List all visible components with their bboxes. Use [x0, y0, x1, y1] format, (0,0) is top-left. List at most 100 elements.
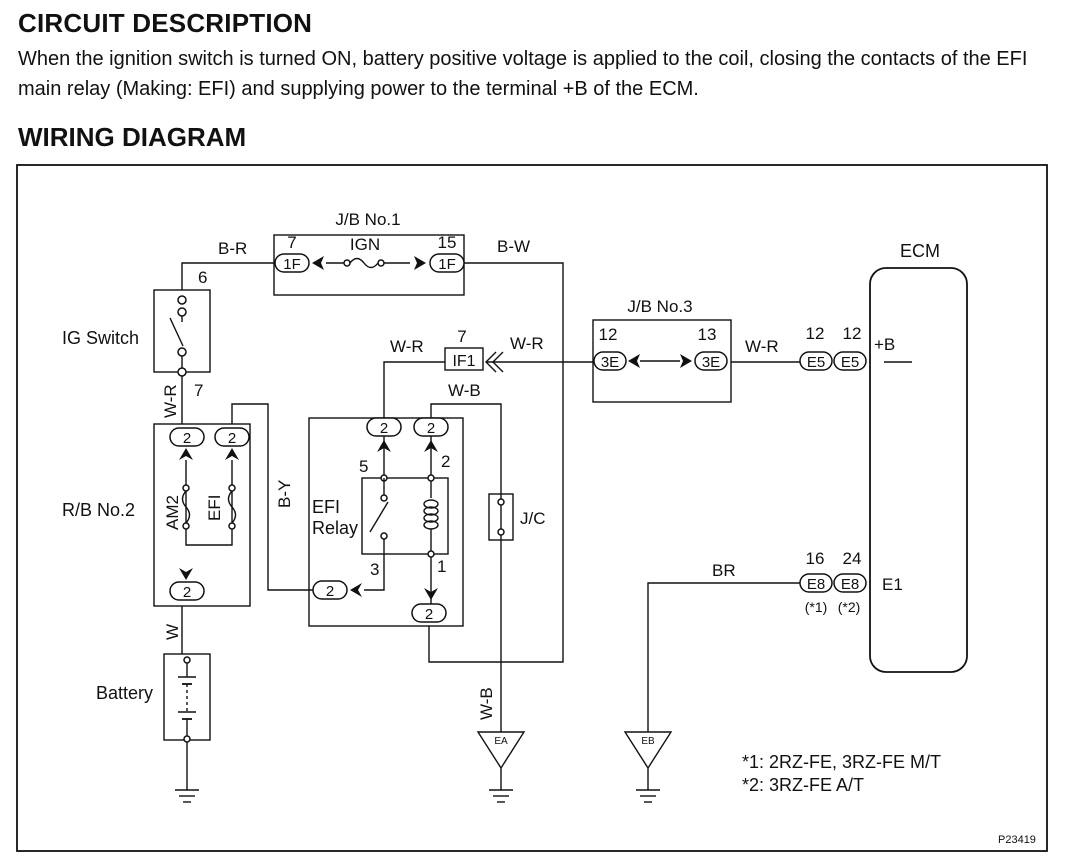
- ig-switch-pin-bottom: 7: [194, 381, 203, 400]
- if1-pin: 7: [457, 327, 466, 346]
- note-1: *1: 2RZ-FE, 3RZ-FE M/T: [742, 752, 941, 772]
- battery-label: Battery: [96, 683, 153, 703]
- relay-connector-4: [411, 603, 447, 623]
- jc-label: J/C: [520, 509, 546, 528]
- wire-w: W: [163, 624, 182, 640]
- wires: [181, 262, 912, 790]
- relay-arrow-3: [350, 583, 362, 597]
- ground-ea-label: EA: [494, 736, 508, 747]
- jb3-title: J/B No.3: [627, 297, 692, 316]
- wire-bw: B-W: [497, 237, 530, 256]
- efi-fuse-label: EFI: [205, 495, 224, 521]
- jb3-connector-left: [593, 351, 627, 371]
- rb2-arrow-2: [225, 448, 239, 460]
- relay-connector-2: [413, 417, 449, 437]
- rb2-connector-3: [169, 581, 205, 601]
- ig-switch-label: IG Switch: [62, 328, 139, 348]
- jb1-connector-left: [274, 253, 310, 273]
- ground-battery-icon: [175, 770, 199, 803]
- relay-arrow-1: [377, 440, 391, 452]
- wire-wr-switch: W-R: [161, 384, 180, 418]
- jc-junction-icon: [497, 494, 505, 540]
- rb2-connector-1: [169, 427, 205, 447]
- wire-wr-relay: W-R: [390, 337, 424, 356]
- rb2-arrow-1: [179, 448, 193, 460]
- ecm-note-2: (*2): [838, 599, 861, 615]
- ground-ea-icon: [476, 731, 526, 803]
- jb1-title: J/B No.1: [335, 210, 400, 229]
- diagram-frame: [16, 164, 1048, 852]
- circuit-description-text: When the ignition switch is turned ON, b…: [18, 48, 1028, 100]
- if1-box: [444, 347, 484, 371]
- wire-by: B-Y: [275, 480, 294, 508]
- ecm-note-1: (*1): [805, 599, 828, 615]
- ground-eb-icon: [623, 731, 673, 803]
- relay-pin-5: 5: [359, 457, 368, 476]
- if1-label: IF1: [452, 353, 475, 370]
- wiring-diagram-title: WIRING DIAGRAM: [18, 122, 247, 152]
- note-2: *2: 3RZ-FE A/T: [742, 775, 864, 795]
- jb3-box: [592, 319, 732, 403]
- relay-contact-icon: [369, 474, 389, 554]
- ecm-connector-e5-1: [799, 351, 833, 371]
- relay-connector-1-label: 2: [380, 420, 388, 437]
- wire-wr-ecm: W-R: [745, 337, 779, 356]
- relay-pin-3: 3: [370, 560, 379, 579]
- ign-fuse-icon: [312, 256, 426, 270]
- relay-connector-3-label: 2: [326, 583, 334, 600]
- jb3-link-icon: [628, 354, 692, 368]
- ecm-pin-e2: 24: [843, 549, 862, 568]
- jb3-connector-right-label: 3E: [702, 354, 720, 371]
- rb2-box: [153, 423, 251, 607]
- am2-fuse-icon: [181, 484, 191, 530]
- ecm-terminal-e1: E1: [882, 575, 903, 594]
- ig-switch-pin-top: 6: [198, 268, 207, 287]
- relay-connector-3: [312, 580, 348, 600]
- ecm-connector-e5-1-label: E5: [807, 354, 825, 371]
- ground-eb-label: EB: [641, 736, 655, 747]
- relay-pin-1: 1: [437, 557, 446, 576]
- ecm-terminal-b: +B: [874, 335, 895, 354]
- ecm-pin-e1: 16: [806, 549, 825, 568]
- rb2-label: R/B No.2: [62, 500, 135, 520]
- if1-arrow-icon: [485, 351, 504, 373]
- ecm-connector-e8-2-label: E8: [841, 576, 859, 593]
- jb3-pin-right: 13: [698, 325, 717, 344]
- wire-wb-top: W-B: [448, 381, 481, 400]
- wire-br-top: B-R: [218, 239, 247, 258]
- jb1-fuse-label: IGN: [350, 235, 380, 254]
- ecm-connector-e5-2-label: E5: [841, 354, 859, 371]
- relay-coil-icon: [423, 474, 439, 558]
- rb2-connector-3-label: 2: [183, 584, 191, 601]
- am2-fuse-label: AM2: [163, 495, 182, 530]
- relay-label-2: Relay: [312, 518, 358, 538]
- relay-arrow-2: [424, 440, 438, 452]
- ecm-connector-e5-2: [833, 351, 867, 371]
- jb1-connector-right-label: 1F: [438, 256, 456, 273]
- relay-arrow-4: [424, 588, 438, 600]
- relay-connector-4-label: 2: [425, 606, 433, 623]
- efi-fuse-icon: [227, 484, 237, 530]
- ecm-pin-b2: 12: [843, 324, 862, 343]
- ecm-title: ECM: [900, 241, 940, 261]
- jb3-pin-left: 12: [599, 325, 618, 344]
- jb3-connector-right: [694, 351, 728, 371]
- relay-inner-box: [361, 477, 449, 555]
- rb2-connector-1-label: 2: [183, 430, 191, 447]
- jb1-connector-right: [429, 253, 465, 273]
- ecm-box: [869, 267, 968, 673]
- ecm-connector-e8-1: [799, 573, 833, 593]
- figure-id: P23419: [998, 834, 1036, 846]
- wire-wr-jb3: W-R: [510, 334, 544, 353]
- rb2-arrow-3: [179, 568, 193, 580]
- circuit-description-title: CIRCUIT DESCRIPTION: [18, 8, 313, 38]
- ecm-connector-e8-2: [833, 573, 867, 593]
- wire-br-ecm: BR: [712, 561, 736, 580]
- battery-icon: [178, 656, 196, 743]
- ig-switch-contact-icon: [169, 295, 187, 377]
- relay-pin-2: 2: [441, 452, 450, 471]
- relay-label-1: EFI: [312, 497, 340, 517]
- jb3-connector-left-label: 3E: [601, 354, 619, 371]
- ecm-connector-e8-1-label: E8: [807, 576, 825, 593]
